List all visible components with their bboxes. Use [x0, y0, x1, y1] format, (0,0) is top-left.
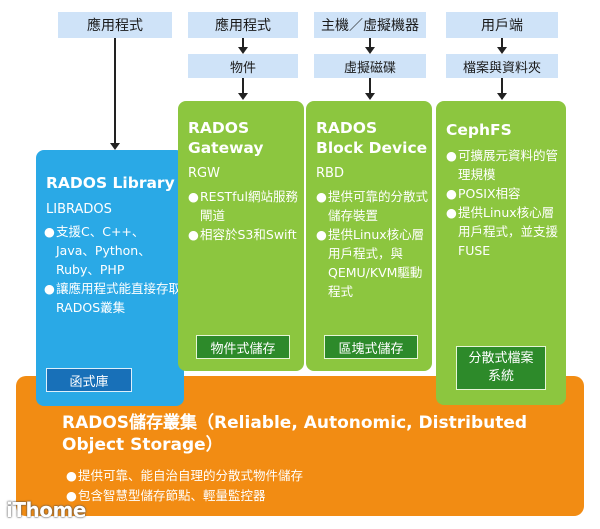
bullet-text: 相容於S3和Swift — [200, 227, 297, 242]
list-item: ●提供Linux核心層用戶程式，並支援FUSE — [446, 203, 562, 260]
sub-label-text: 物件 — [229, 60, 256, 76]
library-title: RADOS Library — [46, 174, 175, 192]
top-label-client: 用戶端 — [446, 12, 558, 38]
bullet-text: 讓應用程式能直接存取RADOS叢集 — [56, 281, 182, 315]
top-label-host-vm: 主機／虛擬機器 — [314, 12, 426, 38]
gateway-title-line2: Gateway — [188, 139, 264, 157]
list-item: ●支援C、C++、Java、Python、Ruby、PHP — [44, 222, 182, 279]
library-subtitle: LIBRADOS — [46, 202, 112, 217]
top-label-text: 用戶端 — [481, 18, 523, 34]
rados-gateway-box — [178, 101, 304, 371]
bullet-text: 包含智慧型儲存節點、輕量監控器 — [78, 488, 266, 503]
arrow-down-icon — [110, 143, 120, 150]
top-label-app-2: 應用程式 — [188, 12, 298, 38]
sub-label-text: 檔案與資料夾 — [462, 60, 541, 76]
rados-bullets: ●提供可靠、能自治自理的分散式物件儲存 ●包含智慧型儲存節點、輕量監控器 — [66, 466, 303, 506]
sub-label-text: 虛擬磁碟 — [343, 60, 396, 76]
rados-title: RADOS儲存叢集（Reliable, Autonomic, Distribut… — [62, 413, 528, 455]
top-label-text: 主機／虛擬機器 — [321, 18, 419, 34]
rados-block-device-box — [306, 101, 432, 371]
arrow-line — [501, 78, 503, 94]
list-item: ●提供可靠、能自治自理的分散式物件儲存 — [66, 466, 303, 486]
gateway-title-line1: RADOS — [188, 119, 250, 137]
top-label-text: 應用程式 — [215, 18, 271, 34]
block-title-line2: Block Device — [316, 139, 428, 157]
arrow-line — [114, 38, 116, 144]
arrow-down-icon — [497, 93, 507, 100]
arrow-down-icon — [365, 47, 375, 54]
list-item: ●相容於S3和Swift — [188, 227, 297, 242]
sub-label-object: 物件 — [188, 54, 298, 78]
list-item: ●讓應用程式能直接存取RADOS叢集 — [44, 281, 182, 315]
arrow-down-icon — [238, 47, 248, 54]
list-item: ●RESTful網站服務閘道 — [188, 187, 302, 225]
cephfs-footer-badge: 分散式檔案 系統 — [456, 346, 546, 390]
gateway-footer-badge: 物件式儲存 — [196, 335, 290, 359]
sub-label-virtual-disk: 虛擬磁碟 — [314, 54, 426, 78]
bullet-text: 提供可靠的分散式儲存裝置 — [328, 189, 429, 223]
arrow-down-icon — [238, 93, 248, 100]
arrow-down-icon — [497, 47, 507, 54]
arrow-line — [369, 78, 371, 94]
list-item: ●提供Linux核心層用戶程式，與QEMU/KVM驅動程式 — [316, 225, 430, 301]
list-item: ●POSIX相容 — [446, 186, 521, 201]
cephfs-bullets: ●可擴展元資料的管理規模 ●POSIX相容 ●提供Linux核心層用戶程式，並支… — [446, 146, 562, 260]
top-label-app-1: 應用程式 — [58, 12, 172, 38]
gateway-subtitle: RGW — [188, 166, 220, 181]
bullet-text: 可擴展元資料的管理規模 — [458, 148, 559, 182]
top-label-text: 應用程式 — [87, 18, 143, 34]
gateway-title: RADOS Gateway — [188, 118, 264, 158]
bullet-text: 提供Linux核心層用戶程式，並支援FUSE — [458, 205, 559, 258]
block-subtitle: RBD — [316, 166, 344, 181]
arrow-down-icon — [365, 93, 375, 100]
cephfs-title: CephFS — [446, 121, 512, 139]
arrow-line — [501, 38, 503, 48]
block-bullets: ●提供可靠的分散式儲存裝置 ●提供Linux核心層用戶程式，與QEMU/KVM驅… — [316, 187, 430, 301]
bullet-text: 提供可靠、能自治自理的分散式物件儲存 — [78, 468, 304, 483]
bullet-text: POSIX相容 — [458, 186, 521, 201]
block-title: RADOS Block Device — [316, 118, 427, 158]
block-footer-badge: 區塊式儲存 — [324, 335, 418, 359]
arrow-line — [242, 38, 244, 48]
ithome-logo: iThome — [6, 498, 86, 522]
rados-library-box — [36, 150, 184, 406]
gateway-bullets: ●RESTful網站服務閘道 ●相容於S3和Swift — [188, 187, 302, 244]
bullet-text: 支援C、C++、Java、Python、Ruby、PHP — [56, 224, 151, 277]
cephfs-footer-line1: 分散式檔案 — [468, 351, 534, 366]
list-item: ●提供可靠的分散式儲存裝置 — [316, 189, 429, 223]
sub-label-files-folders: 檔案與資料夾 — [446, 54, 558, 78]
arrow-line — [369, 38, 371, 48]
arrow-line — [242, 78, 244, 94]
block-title-line1: RADOS — [316, 119, 378, 137]
cephfs-footer-line2: 系統 — [487, 369, 514, 384]
library-footer-badge: 函式庫 — [46, 368, 132, 392]
library-bullets: ●支援C、C++、Java、Python、Ruby、PHP ●讓應用程式能直接存… — [44, 222, 182, 317]
list-item: ●可擴展元資料的管理規模 — [446, 146, 562, 184]
bullet-text: 提供Linux核心層用戶程式，與QEMU/KVM驅動程式 — [328, 227, 425, 299]
list-item: ●包含智慧型儲存節點、輕量監控器 — [66, 486, 303, 506]
bullet-text: RESTful網站服務閘道 — [200, 189, 298, 223]
